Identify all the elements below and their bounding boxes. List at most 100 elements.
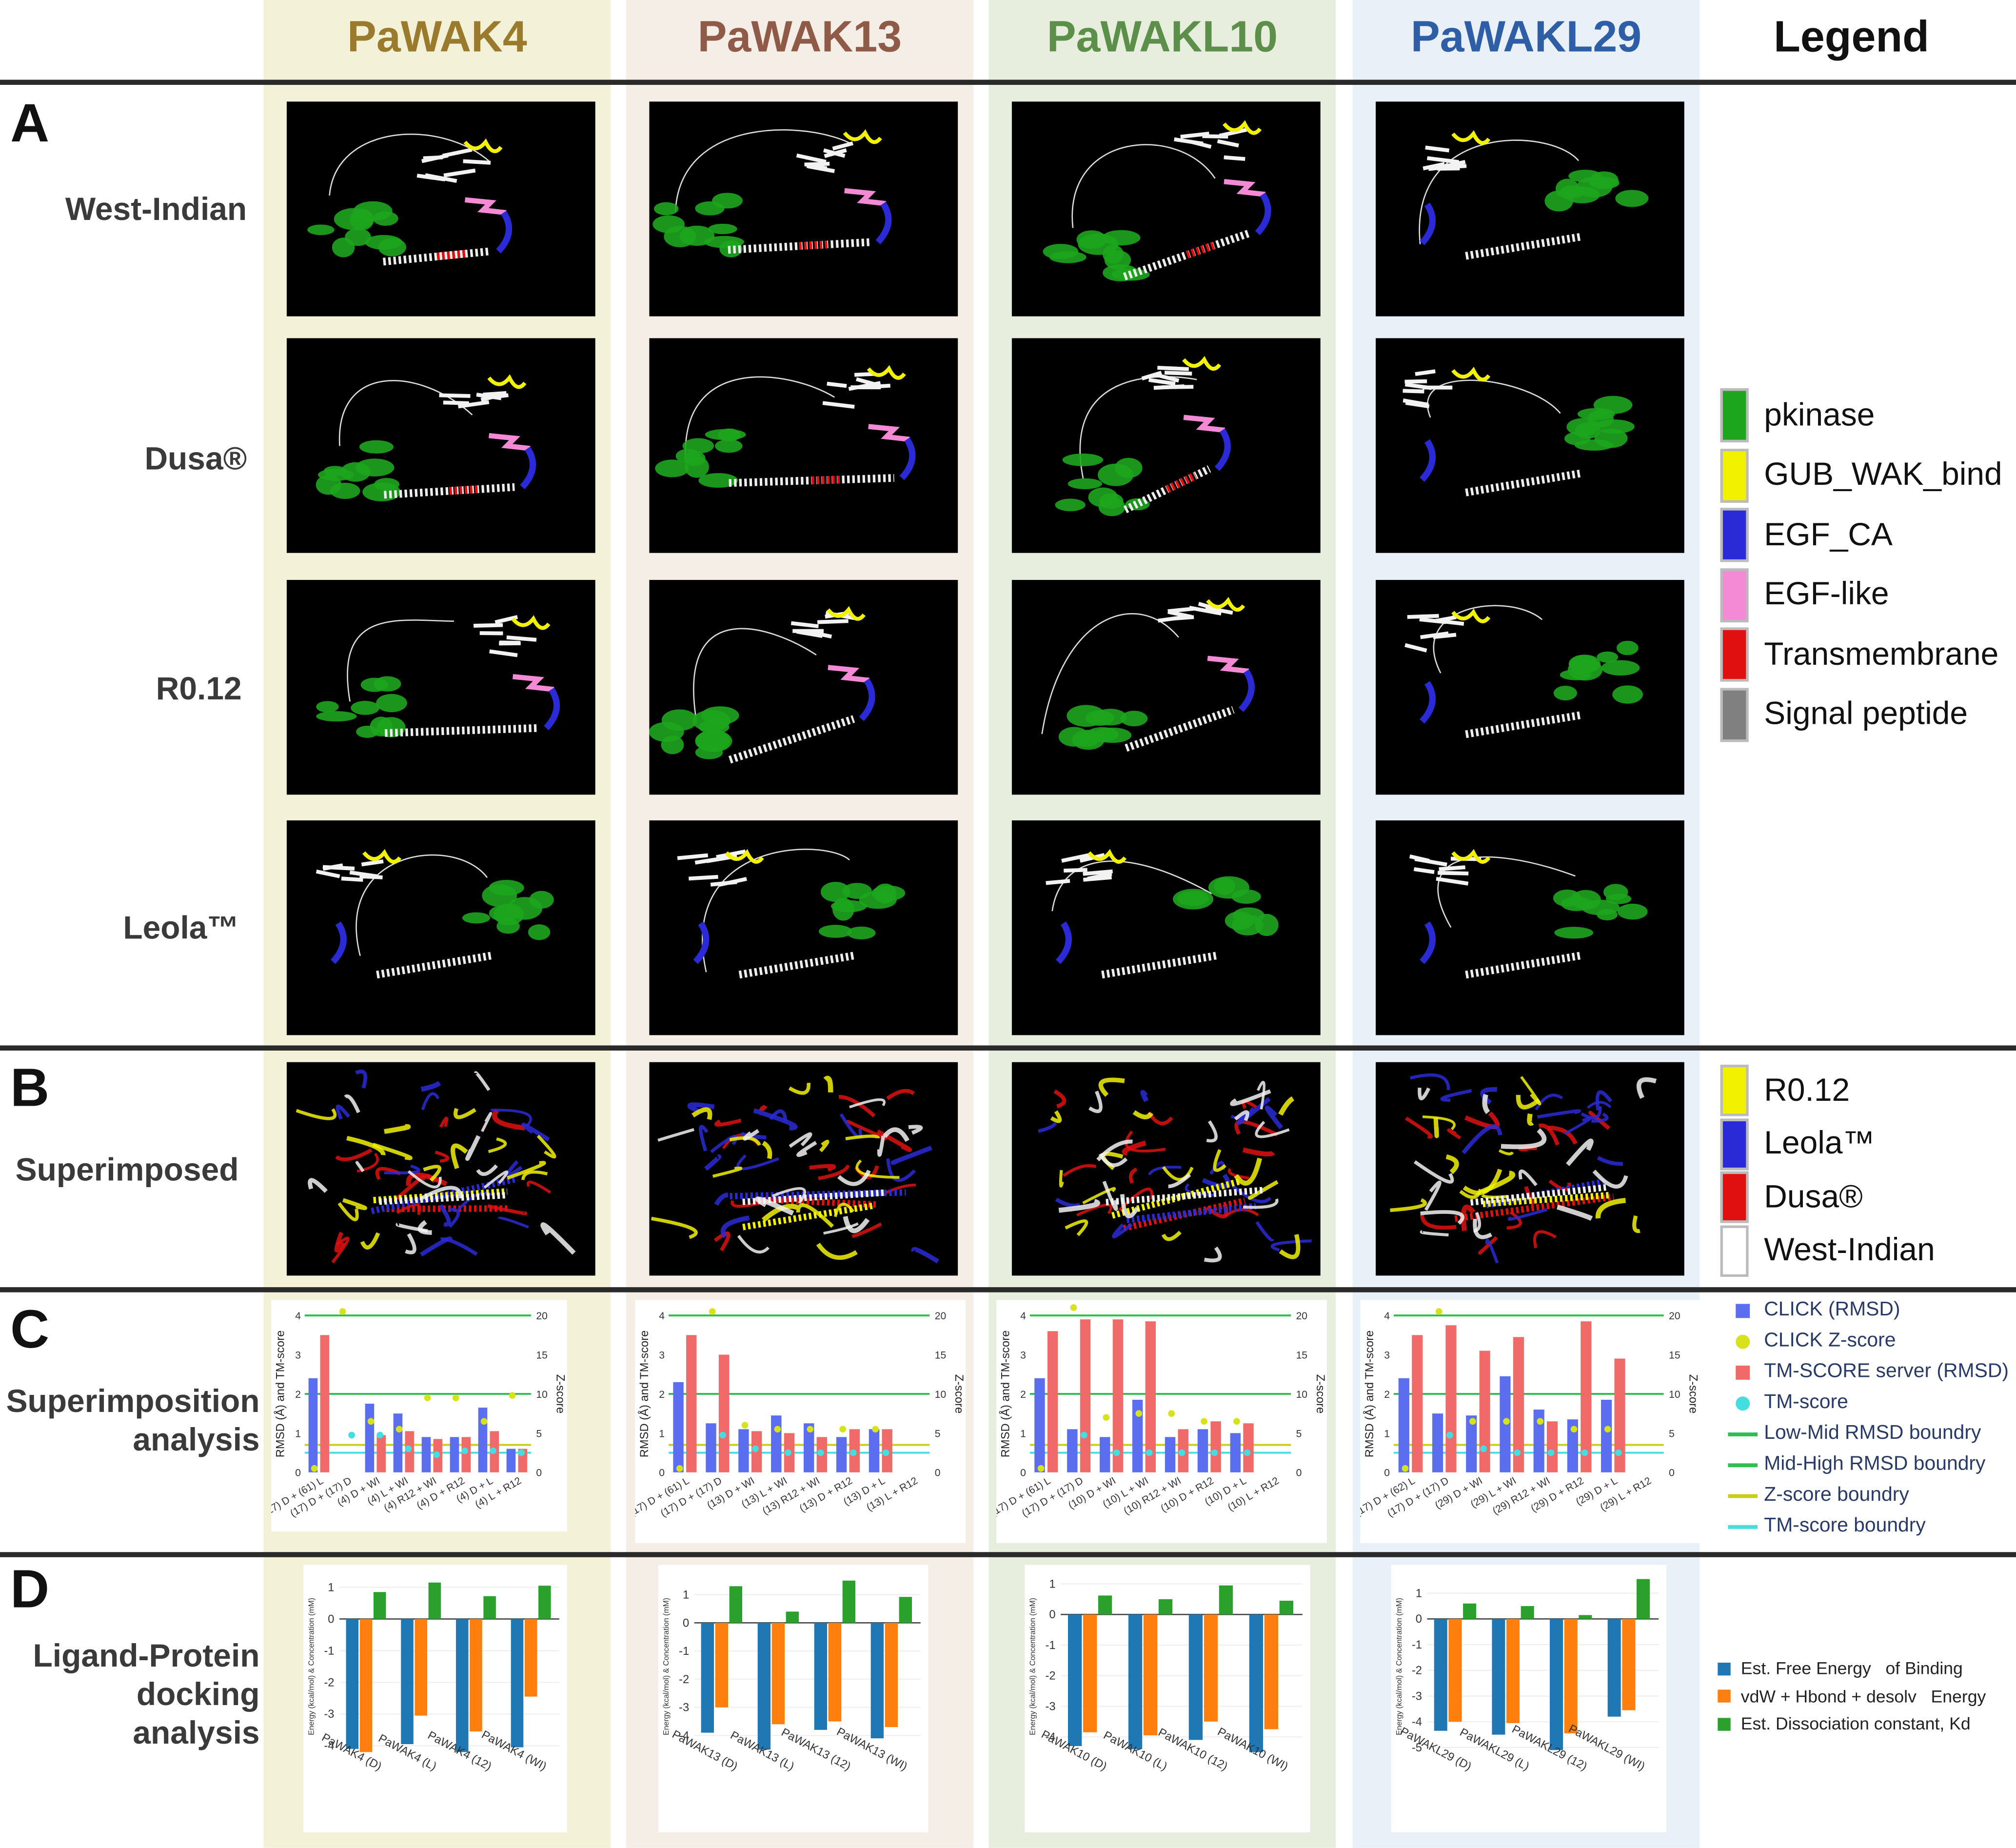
kinase-helix [1173,889,1214,910]
kinase-helix [1615,190,1649,207]
helix-coil [729,474,894,487]
superimposed-strand [1520,1076,1542,1106]
kinase-helix [316,711,357,722]
superimposed-strand [1556,1204,1593,1221]
superimposed-strand [1234,1157,1262,1186]
superimposed-strand [384,1124,411,1134]
loop-strand [347,619,455,702]
legend-label: West-Indian [1764,1232,1935,1268]
bar-tmscore-rmsd [1412,1335,1423,1472]
legend-swatch [1720,627,1749,682]
superimposed-strand [1527,1113,1534,1126]
superimposed-strand [886,1089,915,1100]
superimposed-strand [1482,1093,1490,1114]
beta-strand [425,173,457,183]
y-axis-label: RMSD (Å) and TM-score [999,1331,1012,1458]
label-line: analysis [133,1715,260,1751]
point-tm-score [1446,1431,1453,1439]
structure-panel-pawakl29-leola [1376,820,1684,1035]
point-click-zscore [774,1426,781,1433]
legend-item: Est. Free Energy of Binding [1718,1659,1963,1678]
superimposed-strand [1405,1116,1433,1139]
bar-click-rmsd [1034,1378,1045,1472]
superimposed-strand [1591,1113,1609,1123]
superimposed-strand [1129,1167,1138,1184]
point-tm-score [784,1449,791,1456]
helix-coil [1465,952,1582,979]
egf-ca-domain [520,446,536,490]
superimposed-strand [1202,1173,1231,1189]
y-tick-label: -5 [1412,1742,1422,1754]
legend-item: vdW + Hbond + desolv Energy [1718,1687,1986,1706]
bar-kd [1098,1595,1112,1615]
superimposed-strand [1445,1154,1459,1174]
superimposed-strand [884,1183,916,1194]
y2-tick-label: 15 [1296,1350,1307,1361]
y2-tick-label: 0 [1296,1468,1302,1479]
bar-free-energy [757,1623,771,1750]
row-label-superimposition-analysis: Superimposition analysis [6,1382,260,1459]
beta-strand [506,635,537,642]
legend-item: Signal peptide [1720,687,1968,741]
superimposed-strand [1279,1234,1301,1259]
column-title-pawakl29: PaWAKL29 [1410,13,1642,62]
legend-item: Dusa® [1720,1171,1863,1223]
bar-click-rmsd [1567,1419,1578,1472]
beta-strand [494,615,518,624]
superimposed-strand [454,1108,476,1119]
beta-strand [1083,875,1112,882]
y2-tick-label: 15 [536,1350,547,1361]
superimposed-strand [372,1143,413,1160]
beta-strand [1155,373,1180,383]
kinase-helix [374,676,401,692]
bar-click-rmsd [1197,1429,1208,1472]
superimposed-strand [1498,1149,1514,1155]
superimposed-strand [1132,1110,1153,1119]
legend-swatch [1720,1225,1749,1276]
legend-item: pkinase [1720,388,1875,442]
point-click-zscore [709,1308,716,1315]
superimposed-helix [730,1189,906,1200]
superimposed-strand [1420,1210,1464,1225]
kinase-helix [1601,660,1640,676]
bar-kd [1521,1606,1534,1619]
legend-marker [1728,1524,1758,1529]
point-tm-score [719,1431,726,1439]
bar-vdw-energy [1143,1614,1158,1736]
bar-vdw-energy [1564,1619,1578,1733]
beta-strand [1189,606,1222,616]
point-click-zscore [367,1418,375,1425]
superimposed-strand [497,1216,529,1229]
kinase-helix [355,458,395,477]
egf-ca-domain [1420,202,1436,245]
kinase-helix [345,228,372,246]
beta-strand [1404,379,1427,384]
bar-free-energy [1249,1614,1264,1752]
structure-render [677,849,906,979]
superimposed-strand [1447,1128,1462,1140]
point-click-zscore [1037,1465,1045,1472]
egf-ca-domain [899,437,916,480]
legend-swatch [1718,1689,1731,1703]
superimposed-strand [1059,1170,1064,1188]
superimposed-strand [526,1180,552,1194]
bar-click-rmsd [771,1415,782,1472]
bar-kd [1219,1585,1233,1615]
legend-label: TM-SCORE server (RMSD) [1764,1360,2009,1383]
superimposed-strand [1168,1173,1191,1189]
egf-like-domain [1224,179,1265,197]
loop-strand [1426,379,1561,418]
bar-click-rmsd [836,1437,847,1472]
beta-strand [817,619,849,624]
superimposed-strand [1265,1105,1284,1130]
kinase-helix [1612,685,1643,704]
superimposed-strand [1255,1121,1290,1138]
kinase-helix [356,725,379,738]
point-click-zscore [872,1426,879,1433]
y-tick-label: -1 [679,1645,689,1658]
legend-marker [1728,1462,1758,1467]
y-tick-label: -4 [1412,1716,1422,1729]
legend-marker [1736,1303,1750,1318]
